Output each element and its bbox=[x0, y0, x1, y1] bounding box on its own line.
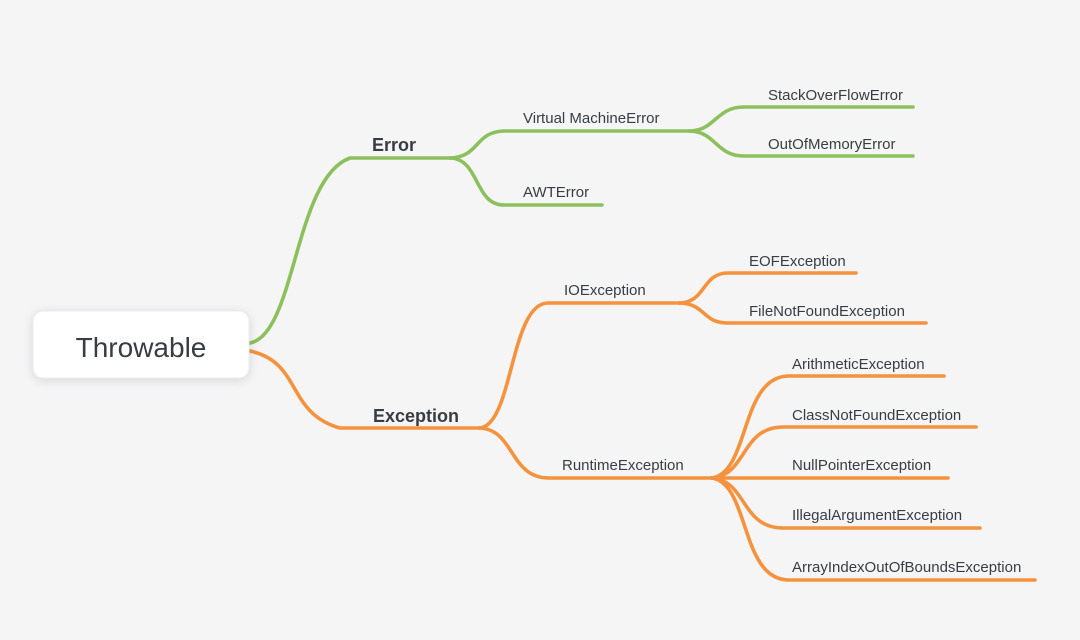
node-label-arithmetic-exception[interactable]: ArithmeticException bbox=[792, 356, 925, 373]
node-label-virtual-machine-error[interactable]: Virtual MachineError bbox=[523, 110, 659, 127]
connector-throwable-to-error bbox=[248, 156, 452, 345]
connector-runtime-to-arrayindexoutofbounds-exception bbox=[710, 476, 1037, 582]
node-label-error[interactable]: Error bbox=[372, 135, 416, 155]
connector-throwable-to-exception bbox=[248, 349, 481, 430]
node-label-classnotfound-exception[interactable]: ClassNotFoundException bbox=[792, 407, 961, 424]
node-label-io-exception[interactable]: IOException bbox=[564, 282, 646, 299]
node-label-filenotfound-exception[interactable]: FileNotFoundException bbox=[749, 303, 905, 320]
node-label-runtime-exception[interactable]: RuntimeException bbox=[562, 457, 684, 474]
node-label-nullpointer-exception[interactable]: NullPointerException bbox=[792, 457, 931, 474]
node-label-illegalargument-exception[interactable]: IllegalArgumentException bbox=[792, 507, 962, 524]
connector-error-to-awt-error bbox=[448, 156, 604, 207]
node-label-outofmemory-error[interactable]: OutOfMemoryError bbox=[768, 136, 896, 153]
connector-vme-to-stackoverflow-error bbox=[688, 105, 915, 133]
connector-exception-to-runtime-exception bbox=[477, 426, 714, 480]
node-label-awt-error[interactable]: AWTError bbox=[523, 184, 589, 201]
root-node-label: Throwable bbox=[76, 332, 207, 363]
connector-exception-to-io-exception bbox=[477, 301, 682, 430]
connector-runtime-to-classnotfound-exception bbox=[710, 425, 978, 480]
connector-runtime-to-arithmetic-exception bbox=[710, 374, 946, 480]
connector-io-to-eof-exception bbox=[678, 271, 858, 305]
node-label-stackoverflow-error[interactable]: StackOverFlowError bbox=[768, 87, 903, 104]
node-label-eof-exception[interactable]: EOFException bbox=[749, 253, 846, 270]
node-label-arrayindexoutofbounds-exception[interactable]: ArrayIndexOutOfBoundsException bbox=[792, 559, 1021, 576]
node-label-exception[interactable]: Exception bbox=[373, 406, 459, 426]
root-node-box[interactable] bbox=[32, 310, 250, 379]
root-node-throwable[interactable]: Throwable bbox=[32, 310, 250, 379]
connector-vme-to-outofmemory-error bbox=[688, 129, 915, 158]
connector-io-to-filenotfound-exception bbox=[678, 301, 928, 325]
connector-error-to-virtual-machine-error bbox=[448, 129, 692, 160]
